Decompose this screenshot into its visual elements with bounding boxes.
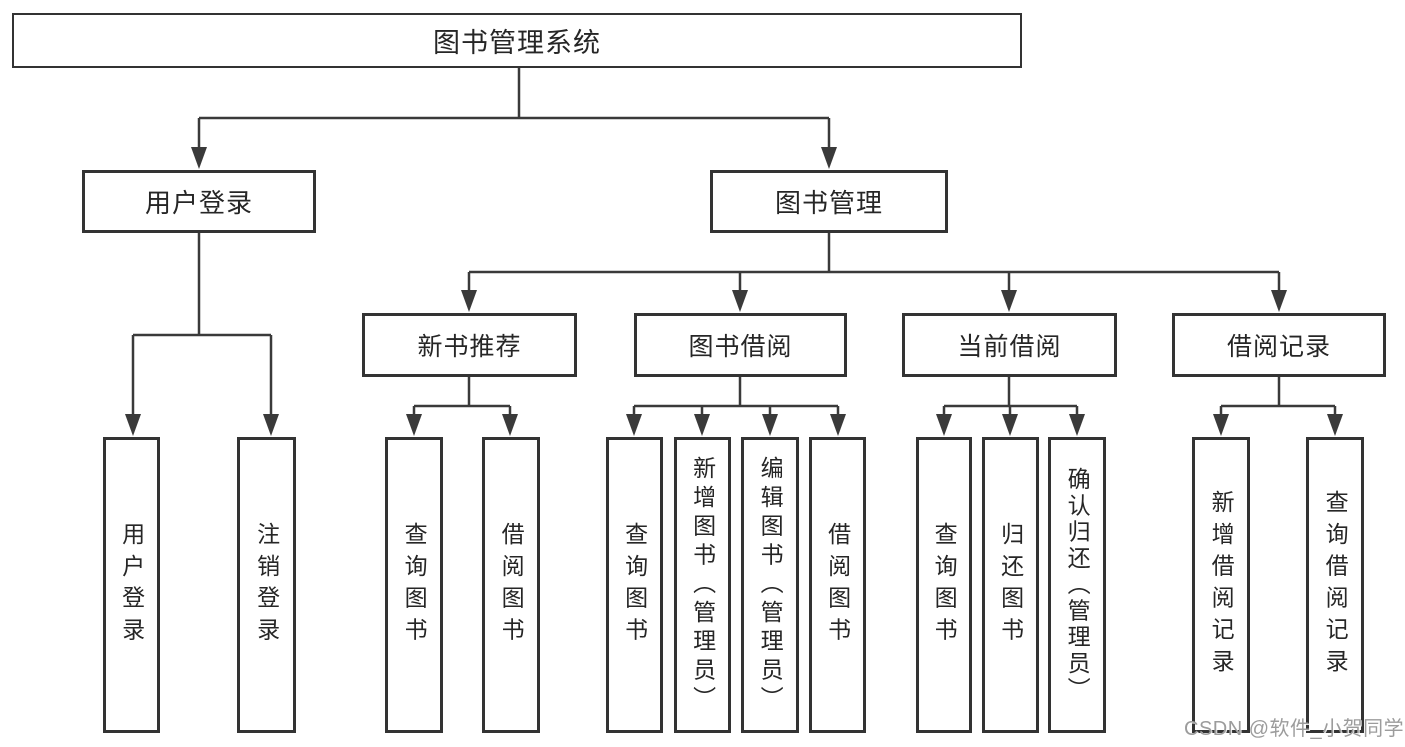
node-book-borrow-label: 图书借阅 xyxy=(688,333,793,361)
node-login-logout: 注销登录 xyxy=(237,437,296,733)
node-new-book-recommend-label: 新书推荐 xyxy=(417,333,522,361)
node-login-user-login: 用户登录 xyxy=(103,437,160,733)
node-current-return-book: 归还图书 xyxy=(982,437,1039,733)
node-current-confirm-return-admin: 确认归还（管理员） xyxy=(1048,437,1106,733)
node-root: 图书管理系统 xyxy=(12,13,1022,68)
node-current-query-book-label: 查询图书 xyxy=(931,521,958,649)
node-record-query-record-label: 查询借阅记录 xyxy=(1322,489,1349,681)
node-book-borrow: 图书借阅 xyxy=(634,313,847,377)
node-current-query-book: 查询图书 xyxy=(916,437,972,733)
node-root-label: 图书管理系统 xyxy=(433,28,601,58)
node-login-logout-label: 注销登录 xyxy=(253,521,280,649)
node-user-login: 用户登录 xyxy=(82,170,316,233)
arrowhead-icons xyxy=(125,147,1343,436)
node-record-add-record: 新增借阅记录 xyxy=(1192,437,1250,733)
node-borrow-edit-book-admin: 编辑图书（管理员） xyxy=(741,437,799,733)
node-newbook-borrow-book-label: 借阅图书 xyxy=(498,521,525,649)
node-current-borrow-label: 当前借阅 xyxy=(957,333,1062,361)
node-new-book-recommend: 新书推荐 xyxy=(362,313,577,377)
node-current-borrow: 当前借阅 xyxy=(902,313,1117,377)
node-borrow-borrow-book: 借阅图书 xyxy=(809,437,866,733)
node-newbook-query-book: 查询图书 xyxy=(385,437,443,733)
node-newbook-query-book-label: 查询图书 xyxy=(401,521,428,649)
node-current-confirm-return-admin-label: 确认归还（管理员） xyxy=(1064,467,1091,703)
node-borrow-add-book-admin-label: 新增图书（管理员） xyxy=(689,455,716,715)
node-login-user-login-label: 用户登录 xyxy=(118,521,145,649)
node-borrow-query-book: 查询图书 xyxy=(606,437,663,733)
node-book-mgmt: 图书管理 xyxy=(710,170,948,233)
node-borrow-add-book-admin: 新增图书（管理员） xyxy=(674,437,731,733)
node-newbook-borrow-book: 借阅图书 xyxy=(482,437,540,733)
node-borrow-edit-book-admin-label: 编辑图书（管理员） xyxy=(757,455,784,715)
node-borrow-record: 借阅记录 xyxy=(1172,313,1386,377)
node-borrow-query-book-label: 查询图书 xyxy=(621,521,648,649)
watermark: CSDN @软件_小贺同学 xyxy=(1184,718,1405,740)
node-user-login-label: 用户登录 xyxy=(144,188,253,218)
tree-edges xyxy=(131,68,1337,424)
node-borrow-record-label: 借阅记录 xyxy=(1226,333,1331,361)
node-record-add-record-label: 新增借阅记录 xyxy=(1208,489,1235,681)
node-borrow-borrow-book-label: 借阅图书 xyxy=(824,521,851,649)
node-record-query-record: 查询借阅记录 xyxy=(1306,437,1364,733)
node-book-mgmt-label: 图书管理 xyxy=(774,188,883,218)
node-current-return-book-label: 归还图书 xyxy=(997,521,1024,649)
